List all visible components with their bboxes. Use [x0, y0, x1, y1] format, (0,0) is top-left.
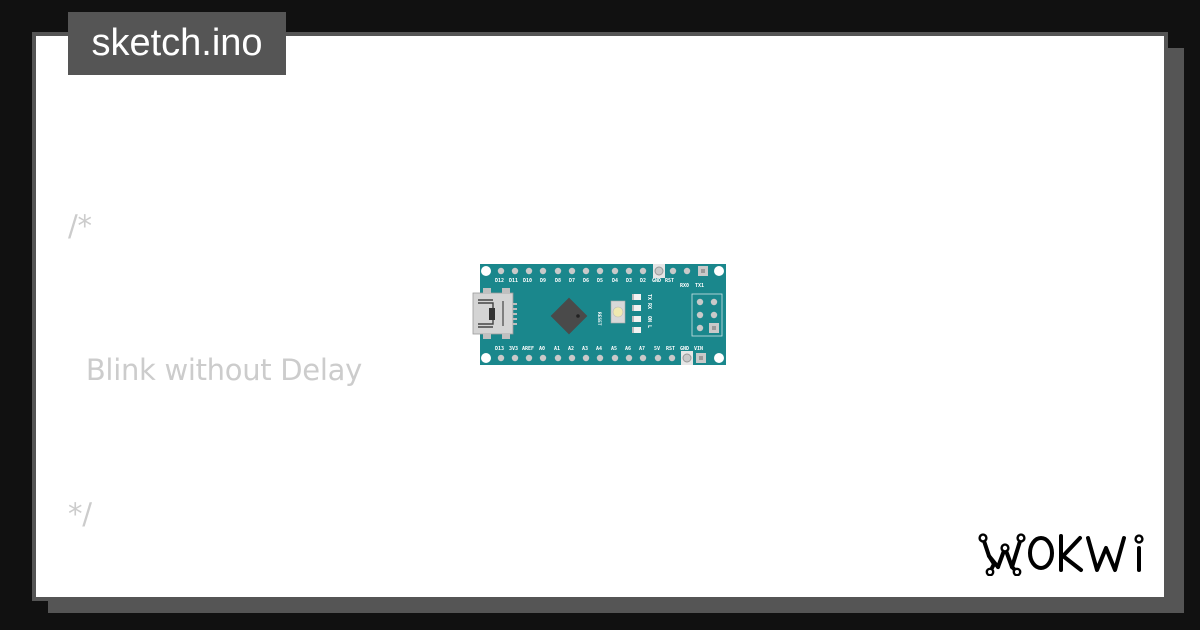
code-line: Blink without Delay [68, 353, 362, 387]
svg-text:A1: A1 [554, 346, 560, 352]
svg-text:RX0: RX0 [680, 283, 689, 289]
svg-text:D8: D8 [555, 278, 561, 284]
svg-text:D11: D11 [509, 278, 518, 284]
svg-text:AREF: AREF [522, 346, 534, 352]
wokwi-logo: WOKWi [976, 526, 1144, 576]
svg-text:RST: RST [666, 346, 675, 352]
svg-text:D12: D12 [495, 278, 504, 284]
svg-text:GND: GND [680, 346, 689, 352]
svg-text:D4: D4 [612, 278, 618, 284]
wokwi-logo-text: WOKWi [976, 526, 980, 527]
svg-text:RESET: RESET [596, 312, 602, 326]
svg-text:D5: D5 [597, 278, 603, 284]
svg-text:D7: D7 [569, 278, 575, 284]
svg-text:D13: D13 [495, 346, 504, 352]
svg-text:A6: A6 [625, 346, 631, 352]
svg-text:A5: A5 [611, 346, 617, 352]
svg-text:TX1: TX1 [695, 283, 704, 289]
svg-text:TX RX: TX RX [646, 294, 652, 309]
svg-text:VIN: VIN [694, 346, 703, 352]
code-editor: /* Blink without Delay */ const int ledP… [68, 106, 539, 597]
svg-text:D3: D3 [626, 278, 632, 284]
svg-text:GND: GND [652, 278, 661, 284]
svg-text:A3: A3 [582, 346, 588, 352]
svg-text:D9: D9 [540, 278, 546, 284]
svg-text:A7: A7 [639, 346, 645, 352]
svg-text:D10: D10 [523, 278, 532, 284]
svg-text:3V3: 3V3 [509, 346, 518, 352]
svg-text:A0: A0 [539, 346, 545, 352]
svg-text:A2: A2 [568, 346, 574, 352]
file-tab[interactable]: sketch.ino [68, 12, 286, 75]
svg-text:RST: RST [665, 278, 674, 284]
code-line: /* [68, 209, 92, 243]
code-line: */ [68, 497, 92, 531]
svg-text:A4: A4 [596, 346, 602, 352]
svg-text:D2: D2 [640, 278, 646, 284]
svg-text:ON L: ON L [646, 316, 652, 328]
svg-text:5V: 5V [654, 346, 660, 352]
svg-text:D6: D6 [583, 278, 589, 284]
